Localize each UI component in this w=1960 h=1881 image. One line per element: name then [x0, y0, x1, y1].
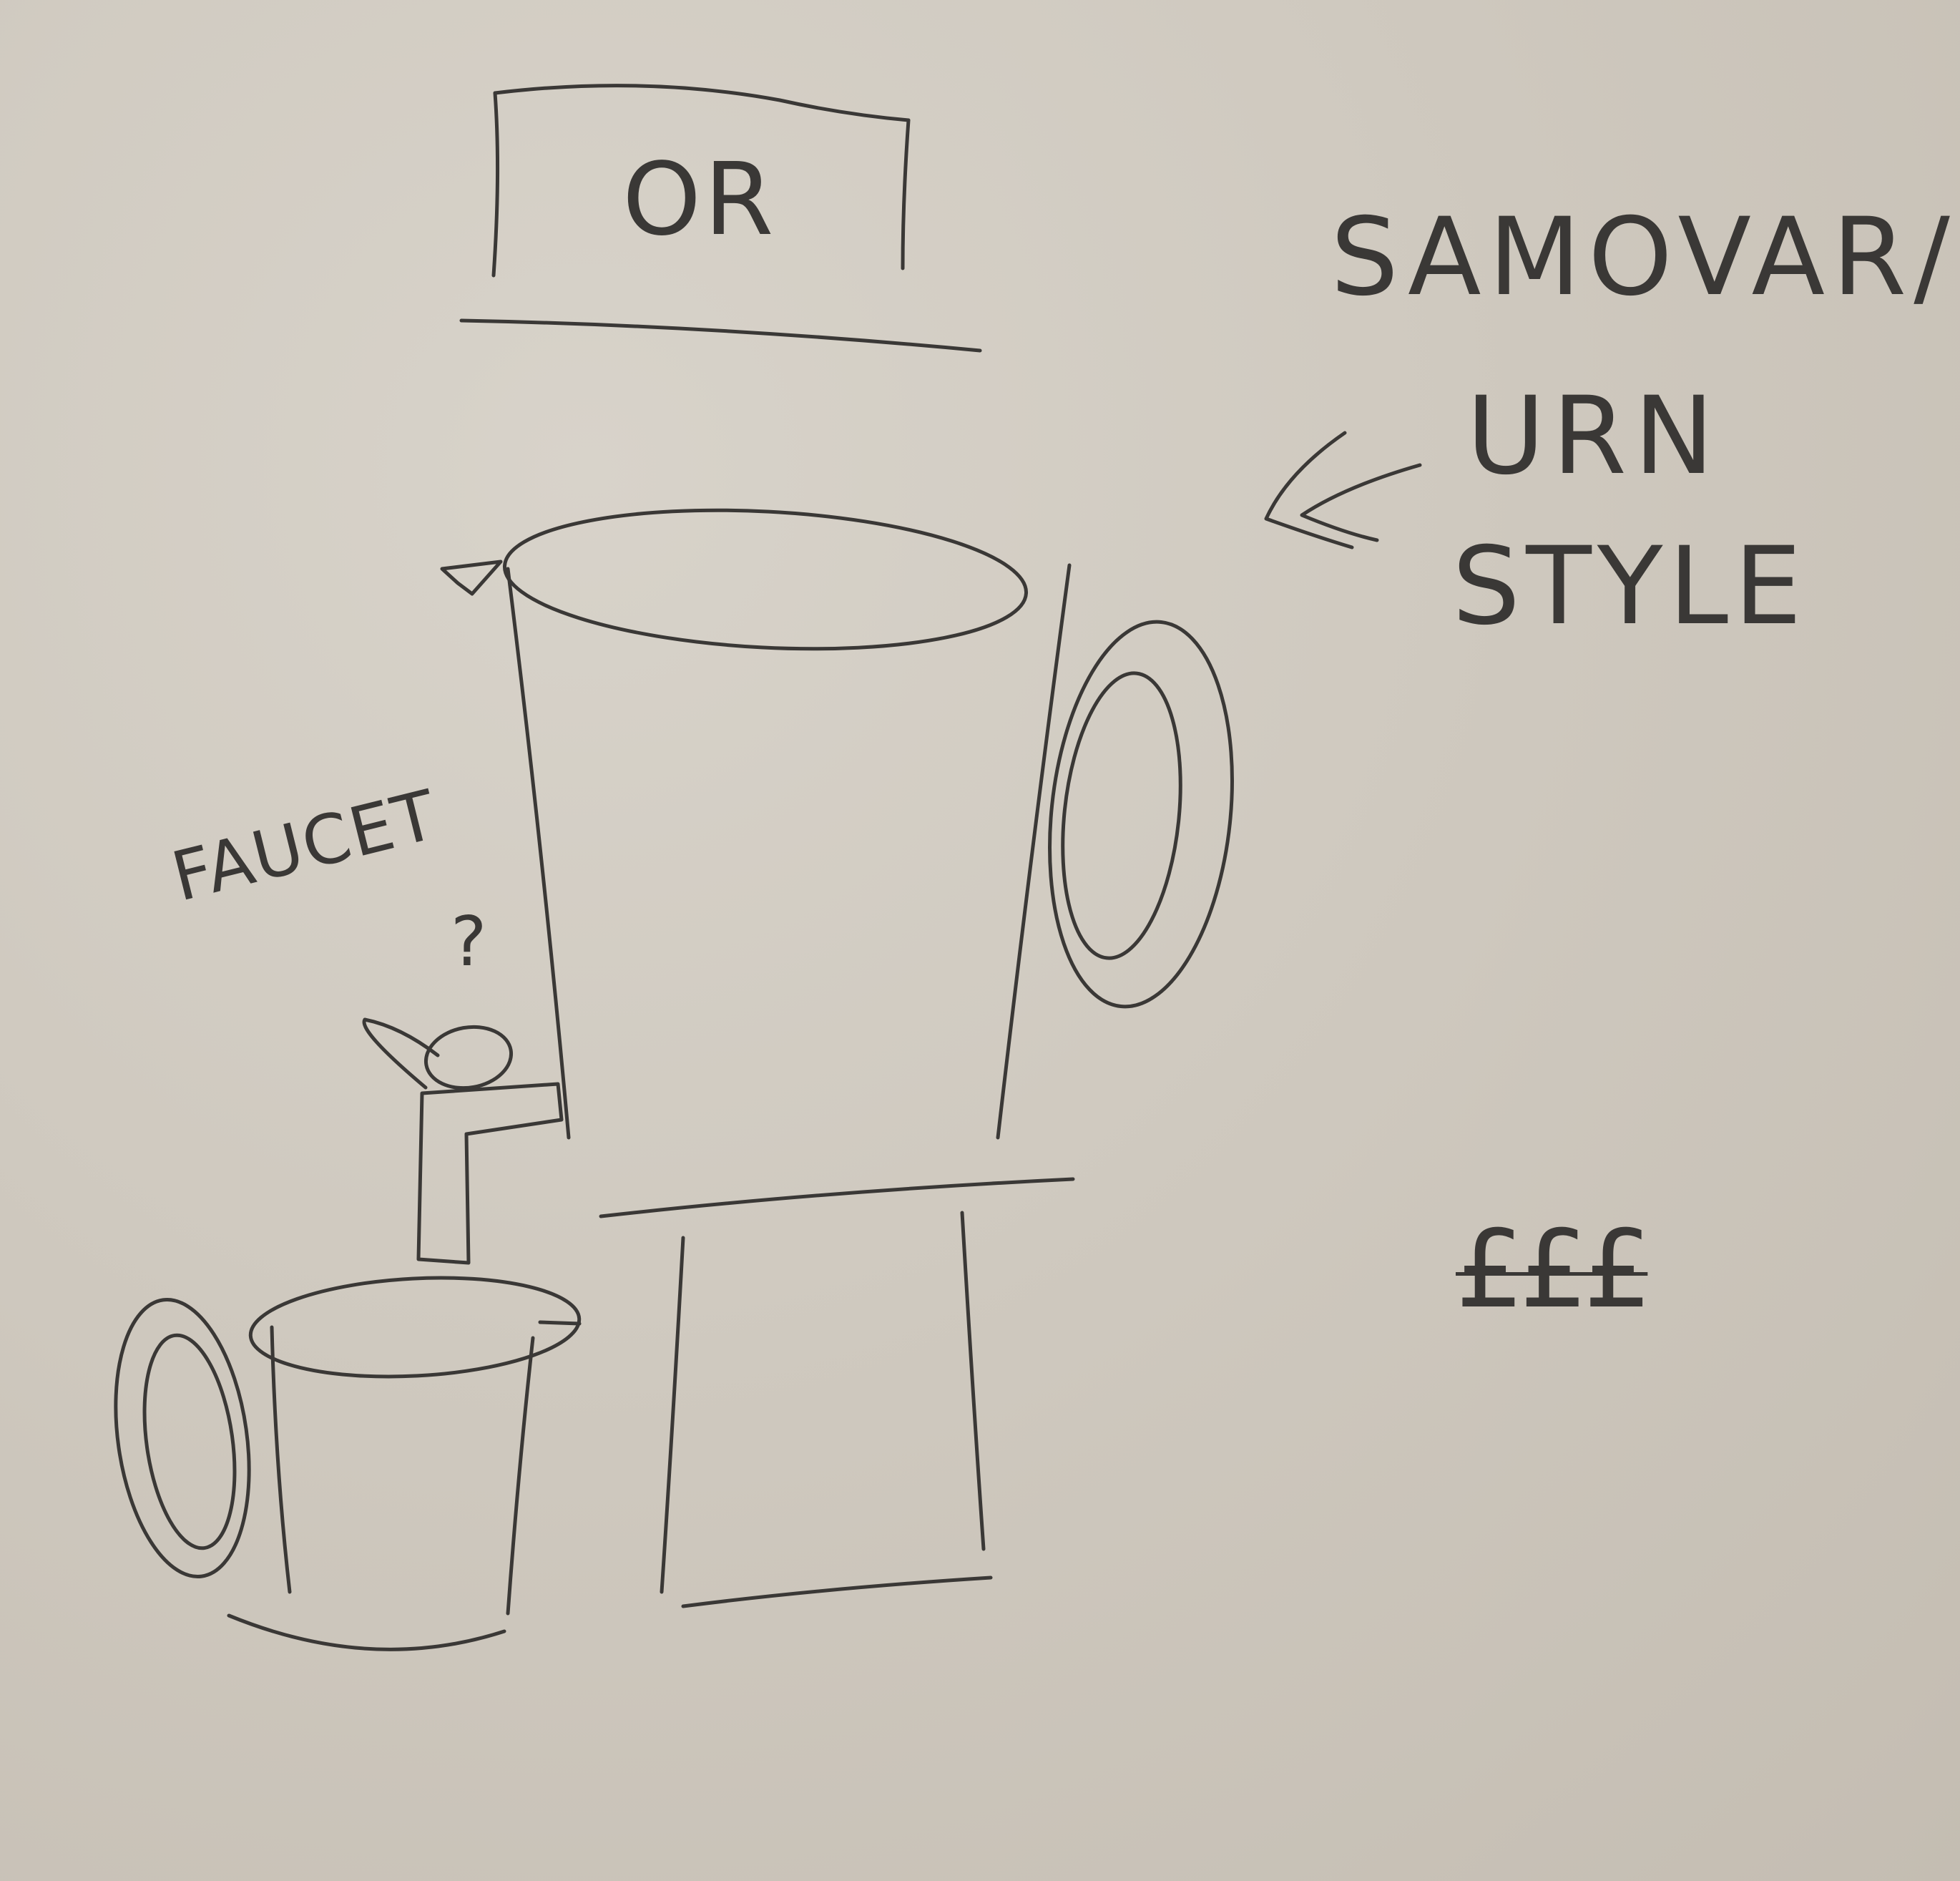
- note-style: STYLE: [1452, 524, 1808, 649]
- lid-box: [459, 84, 982, 353]
- note-samovar: SAMOVAR/: [1331, 195, 1957, 320]
- arrow-left-icon: [1264, 431, 1422, 549]
- lid-box-label: OR: [622, 142, 777, 258]
- urn-drawing: [440, 508, 1234, 1608]
- note-urn: URN: [1466, 374, 1722, 499]
- faucet-question-mark: ?: [451, 903, 487, 982]
- currency-note: £££: [1456, 1208, 1652, 1332]
- mug-drawing: [114, 1276, 582, 1651]
- faucet-drawing: [362, 1017, 564, 1265]
